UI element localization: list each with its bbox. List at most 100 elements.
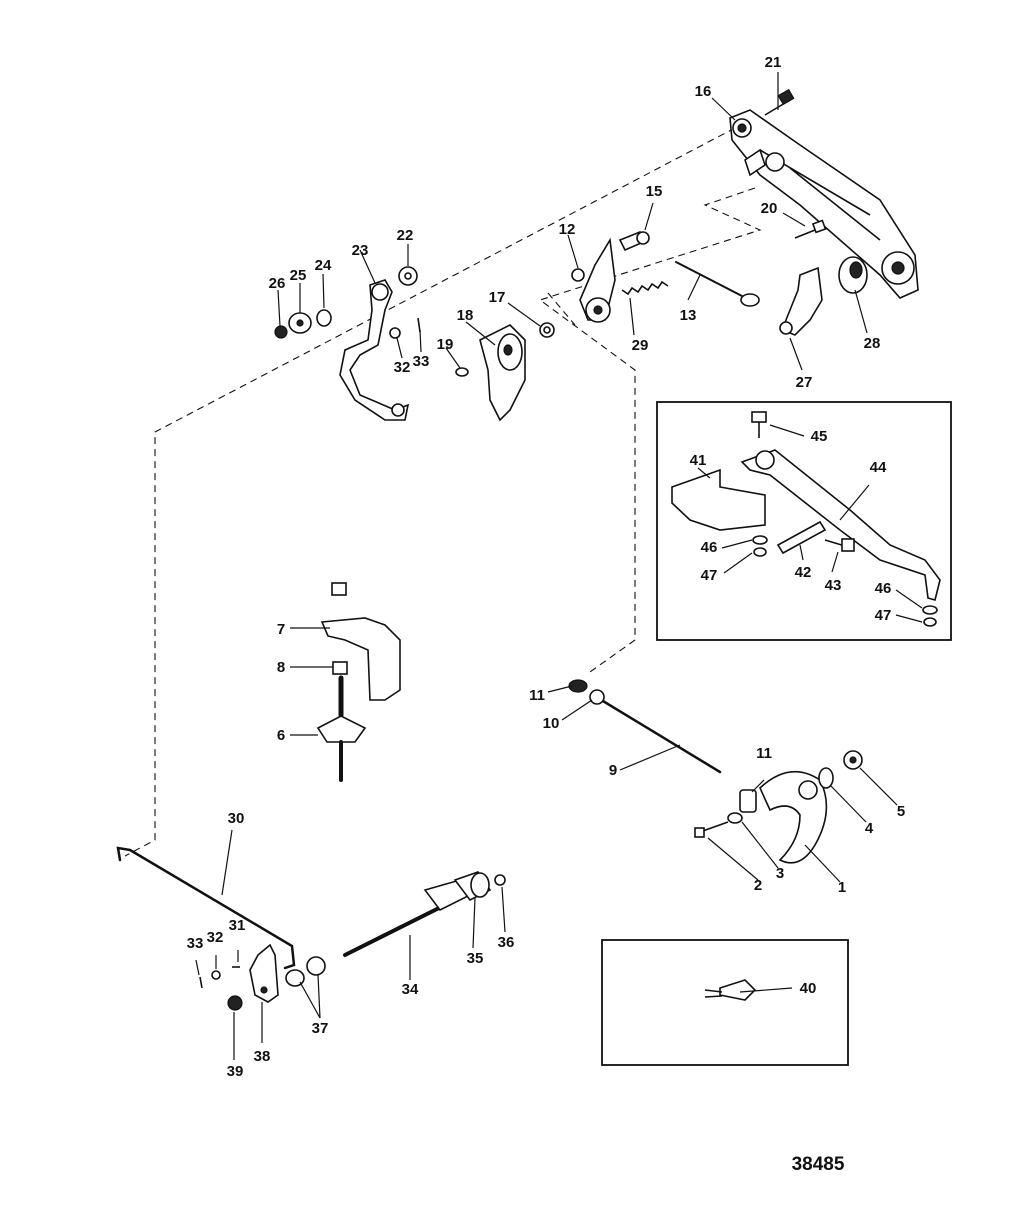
callout-9: 9 — [609, 762, 617, 779]
callout-18: 18 — [457, 307, 474, 324]
washer-3 — [727, 812, 743, 824]
washer-22 — [398, 266, 418, 286]
callout-31: 31 — [229, 917, 246, 934]
callout-5: 5 — [897, 803, 905, 820]
callout-25: 25 — [290, 267, 307, 284]
leader-lines — [195, 72, 923, 1060]
callout-11-lower: 11 — [756, 745, 772, 762]
bolt-20 — [794, 219, 827, 239]
washer-46-b — [922, 605, 938, 615]
bushing-28 — [838, 256, 868, 294]
callout-23: 23 — [352, 242, 369, 259]
callout-17: 17 — [489, 289, 506, 306]
cam-12 — [571, 237, 616, 323]
pulley-18 — [479, 324, 526, 422]
washer-32-top — [389, 327, 401, 339]
bolt-45 — [751, 411, 767, 423]
clip-15 — [618, 231, 650, 252]
callout-42: 42 — [795, 564, 812, 581]
end-10 — [589, 689, 605, 705]
bolt-2 — [694, 821, 729, 838]
callout-6: 6 — [277, 727, 285, 744]
callout-2: 2 — [754, 877, 762, 894]
pin-33-bottom — [199, 976, 203, 989]
callout-30: 30 — [228, 810, 245, 827]
shaft-34 — [343, 871, 492, 957]
callout-45: 45 — [811, 428, 828, 445]
callout-3: 3 — [776, 865, 784, 882]
link-42 — [776, 520, 827, 555]
callout-46-right: 46 — [875, 580, 892, 597]
washer-24 — [316, 309, 332, 327]
callout-47-right: 47 — [875, 607, 892, 624]
callout-21: 21 — [765, 54, 782, 71]
washer-47-a — [753, 547, 767, 557]
washer-47-b — [923, 617, 937, 627]
nut-top — [331, 582, 347, 596]
assembly-dashed-lines — [124, 127, 762, 857]
rod-30 — [116, 846, 296, 970]
callout-22: 22 — [397, 227, 414, 244]
lever-23 — [339, 279, 410, 421]
callout-4: 4 — [865, 820, 874, 837]
callout-39: 39 — [227, 1063, 244, 1080]
clip-36 — [494, 874, 506, 886]
callout-26: 26 — [269, 275, 286, 292]
bracket-41 — [671, 468, 766, 531]
washer-4 — [818, 767, 834, 789]
callout-12: 12 — [559, 221, 576, 238]
callout-28: 28 — [864, 335, 881, 352]
spring-29 — [621, 280, 669, 296]
callout-32-bottom: 32 — [207, 929, 224, 946]
nut-39 — [227, 995, 243, 1011]
bushings-37 — [285, 956, 326, 987]
inset-box-bottom — [601, 939, 849, 1066]
callout-40: 40 — [800, 980, 817, 997]
callout-32-top: 32 — [394, 359, 411, 376]
callout-34: 34 — [402, 981, 419, 998]
lever-44 — [740, 449, 941, 601]
callout-37: 37 — [312, 1020, 329, 1037]
stud-11-lower — [739, 789, 757, 813]
callout-24: 24 — [315, 257, 332, 274]
callout-46-left: 46 — [701, 539, 718, 556]
washer-19 — [455, 367, 469, 377]
callout-47-left: 47 — [701, 567, 718, 584]
link-rod-13 — [675, 261, 760, 307]
callout-7: 7 — [277, 621, 285, 638]
callout-8: 8 — [277, 659, 285, 676]
callout-44: 44 — [870, 459, 887, 476]
callout-19: 19 — [437, 336, 454, 353]
washer-25 — [288, 312, 312, 334]
part-35 — [470, 872, 490, 898]
callout-33-bottom: 33 — [187, 935, 204, 952]
callout-35: 35 — [467, 950, 484, 967]
nut-26 — [274, 325, 288, 339]
clip-40 — [719, 979, 757, 1001]
callout-43: 43 — [825, 577, 842, 594]
washer-46-a — [752, 535, 768, 545]
callout-1: 1 — [838, 879, 846, 896]
callout-13: 13 — [680, 307, 697, 324]
figure-number: 38485 — [792, 1154, 845, 1175]
callout-38: 38 — [254, 1048, 271, 1065]
end-11-upper — [568, 679, 588, 693]
plate-1 — [759, 770, 828, 864]
callout-labels: 1 2 3 4 5 6 7 8 9 10 11 11 12 13 15 16 1… — [187, 54, 906, 1080]
callout-11-upper: 11 — [529, 687, 545, 704]
spring-17 — [539, 322, 555, 338]
bolt-21 — [764, 88, 795, 116]
callout-33-top: 33 — [413, 353, 430, 370]
callout-36: 36 — [498, 934, 515, 951]
callout-41: 41 — [690, 452, 707, 469]
throttle-bracket — [729, 109, 919, 299]
rod-9 — [596, 696, 722, 774]
inset-box-top — [656, 401, 952, 641]
callout-20: 20 — [761, 200, 778, 217]
bracket-7 — [320, 617, 401, 701]
pin-33-top — [417, 317, 421, 333]
callout-16: 16 — [695, 83, 712, 100]
callout-10: 10 — [543, 715, 560, 732]
